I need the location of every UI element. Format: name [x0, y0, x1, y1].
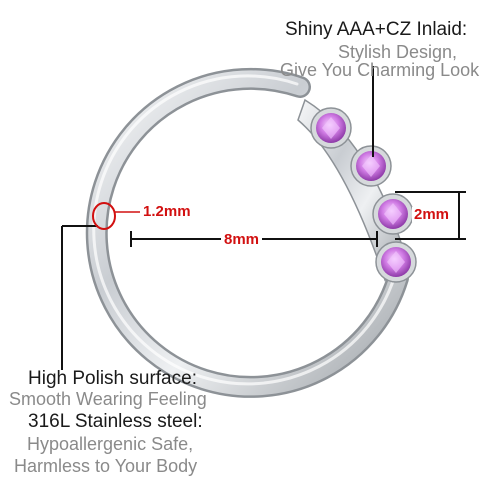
cz-stone [375, 241, 417, 283]
cz-stone [310, 107, 352, 149]
cz-stones [310, 107, 417, 283]
steel-callout-line2: Harmless to Your Body [14, 456, 198, 476]
polish-callout-title: High Polish surface: [28, 368, 197, 389]
cz-callout-title: Shiny AAA+CZ Inlaid: [285, 19, 468, 40]
cz-callout-line1: Stylish Design, [338, 42, 458, 62]
steel-callout-title: 316L Stainless steel: [28, 411, 203, 432]
stone-size-bracket [395, 191, 466, 240]
steel-callout-line1: Hypoallergenic Safe, [27, 434, 194, 454]
wire-gauge-label: 1.2mm [143, 203, 191, 220]
cz-callout-line2: Give You Charming Look [280, 60, 480, 80]
polish-callout-line1: Smooth Wearing Feeling [9, 389, 207, 409]
stone-size-label: 2mm [412, 206, 452, 223]
cz-stone [372, 193, 414, 235]
wire-gauge-marker [92, 202, 116, 230]
cz-stone [350, 145, 392, 187]
inner-diameter-label: 8mm [221, 232, 263, 247]
